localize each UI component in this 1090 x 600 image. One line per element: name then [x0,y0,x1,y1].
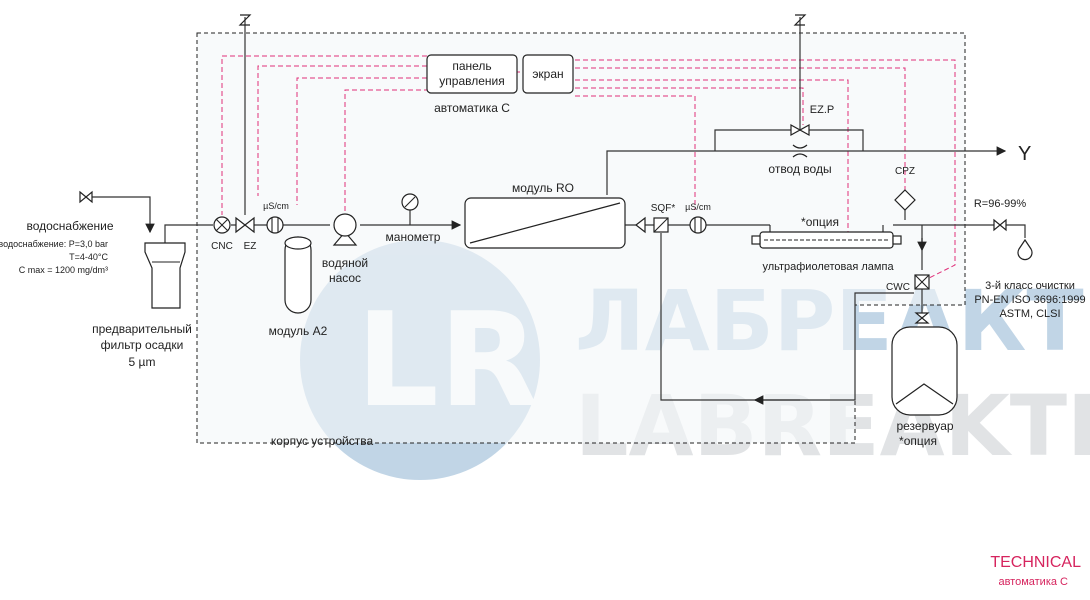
signal-lines [221,55,956,281]
class-label-1: 3-й класс очистки [985,280,1075,292]
conductivity-sensor-2-icon [689,216,707,234]
reservoir-label: резервуар [896,419,953,433]
manometer-icon [401,193,419,211]
reservoir-valve-icon [914,312,930,324]
ro-module-icon [464,197,626,249]
cnc-sensor-icon [213,216,231,234]
footer-subtitle: автоматика С [998,576,1068,588]
pump-label-2: насос [329,271,361,285]
reservoir-option-label: *опция [899,434,937,448]
sqf-label: SQF* [651,203,676,214]
r-label: R=96-99% [974,198,1027,210]
prefilter-label-2: фильтр осадки [101,338,184,352]
uscm-label-1: µS/cm [263,201,289,211]
module-a2-icon [284,236,312,314]
sqf-valve-icon [653,217,669,233]
y-label: Y [1018,143,1031,165]
ezp-valve-icon [790,123,810,137]
pump-icon [332,213,358,246]
supply-params-3: C max = 1200 mg/dm³ [19,265,108,275]
pump-label-1: водяной [322,256,368,270]
module-a2-label: модуль А2 [269,324,328,338]
conductivity-sensor-1-icon [266,216,284,234]
outlet-valve-icon [993,218,1007,232]
cpz-label: CPZ [895,166,915,177]
water-supply-label: водоснабжение [26,219,113,233]
prefilter-icon [144,242,186,309]
supply-params-1: водоснабжение: P=3,0 bar [0,239,108,249]
control-panel-label-1: панель [452,59,491,73]
pipes [88,17,1026,405]
cpz-filter-icon [894,189,916,211]
housing-label: корпус устройства [271,434,374,448]
automation-label: автоматика С [434,101,510,115]
supply-valve-icon [79,190,93,204]
drain-label: отвод воды [768,162,831,176]
uv-lamp-icon [751,225,902,249]
reservoir-icon [891,326,958,416]
prefilter-label-1: предварительный [92,322,192,336]
ez-valve-icon [235,216,255,234]
class-label-2: PN-EN ISO 3696:1999 [974,294,1085,306]
screen-box [522,54,574,94]
ground-symbol-right [793,14,807,26]
cnc-label: CNC [211,241,233,252]
screen-label: экран [532,67,563,81]
supply-params-2: T=4-40°C [69,252,108,262]
water-drop-icon [1017,238,1033,261]
prefilter-label-3: 5 µm [129,355,156,369]
ez-label: EZ [244,241,257,252]
uv-lamp-label: ультрафиолетовая лампа [762,261,894,273]
ground-symbol-left [238,14,252,26]
control-panel-box [426,54,518,94]
option-label: *опция [801,215,839,229]
manometer-label: манометр [386,230,441,244]
check-valve-icon [635,216,646,234]
ezp-label: EZ.P [810,104,834,116]
drain-valve-icon [792,144,808,158]
ro-module-label: модуль RO [512,181,574,195]
control-panel-label-2: управления [439,74,504,88]
cwc-valve-icon [914,274,930,290]
footer-title: TECHNICAL [990,554,1081,571]
control-panel: панель управления экран автоматика С [426,54,574,115]
class-label-3: ASTM, CLSI [999,308,1060,320]
cwc-label: CWC [886,282,910,293]
uscm-label-2: µS/cm [685,202,711,212]
